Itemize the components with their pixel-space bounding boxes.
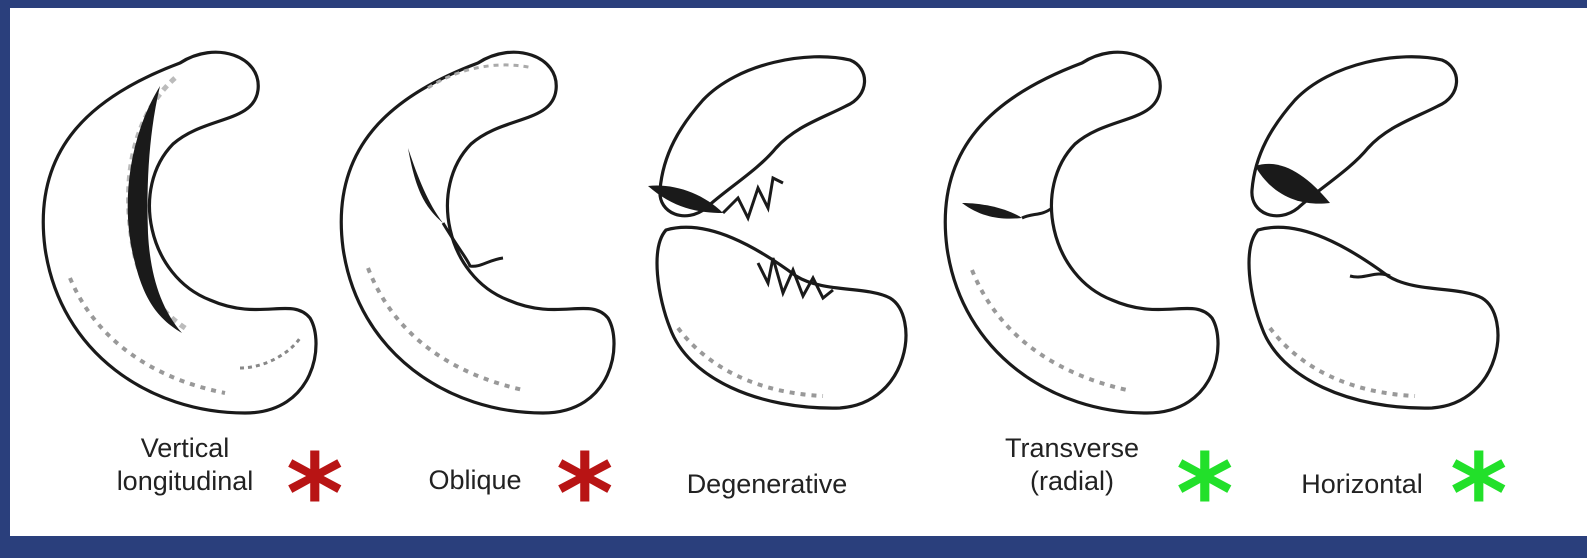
meniscus-transverse	[945, 52, 1218, 413]
label-line: Vertical	[90, 432, 280, 465]
label-vertical-longitudinal: Vertical longitudinal	[90, 432, 280, 498]
meniscus-horizontal	[1249, 57, 1498, 408]
significance-asterisk-horizontal: *	[1450, 454, 1508, 534]
label-horizontal: Horizontal	[1272, 468, 1452, 501]
label-line: Oblique	[400, 464, 550, 497]
label-degenerative: Degenerative	[652, 468, 882, 501]
significance-asterisk-vertical: *	[286, 454, 344, 534]
label-line: Transverse	[972, 432, 1172, 465]
meniscus-vertical-longitudinal	[43, 52, 316, 413]
label-line: Horizontal	[1272, 468, 1452, 501]
figure-panel: Vertical longitudinal * Oblique * Degene…	[10, 8, 1587, 536]
top-border	[0, 0, 1587, 8]
label-oblique: Oblique	[400, 464, 550, 497]
significance-asterisk-oblique: *	[556, 454, 614, 534]
meniscus-degenerative	[648, 57, 906, 408]
label-transverse: Transverse (radial)	[972, 432, 1172, 498]
significance-asterisk-transverse: *	[1176, 454, 1234, 534]
label-line: longitudinal	[90, 465, 280, 498]
label-line: (radial)	[972, 465, 1172, 498]
meniscus-oblique	[341, 52, 614, 413]
left-border	[0, 0, 10, 536]
label-line: Degenerative	[652, 468, 882, 501]
